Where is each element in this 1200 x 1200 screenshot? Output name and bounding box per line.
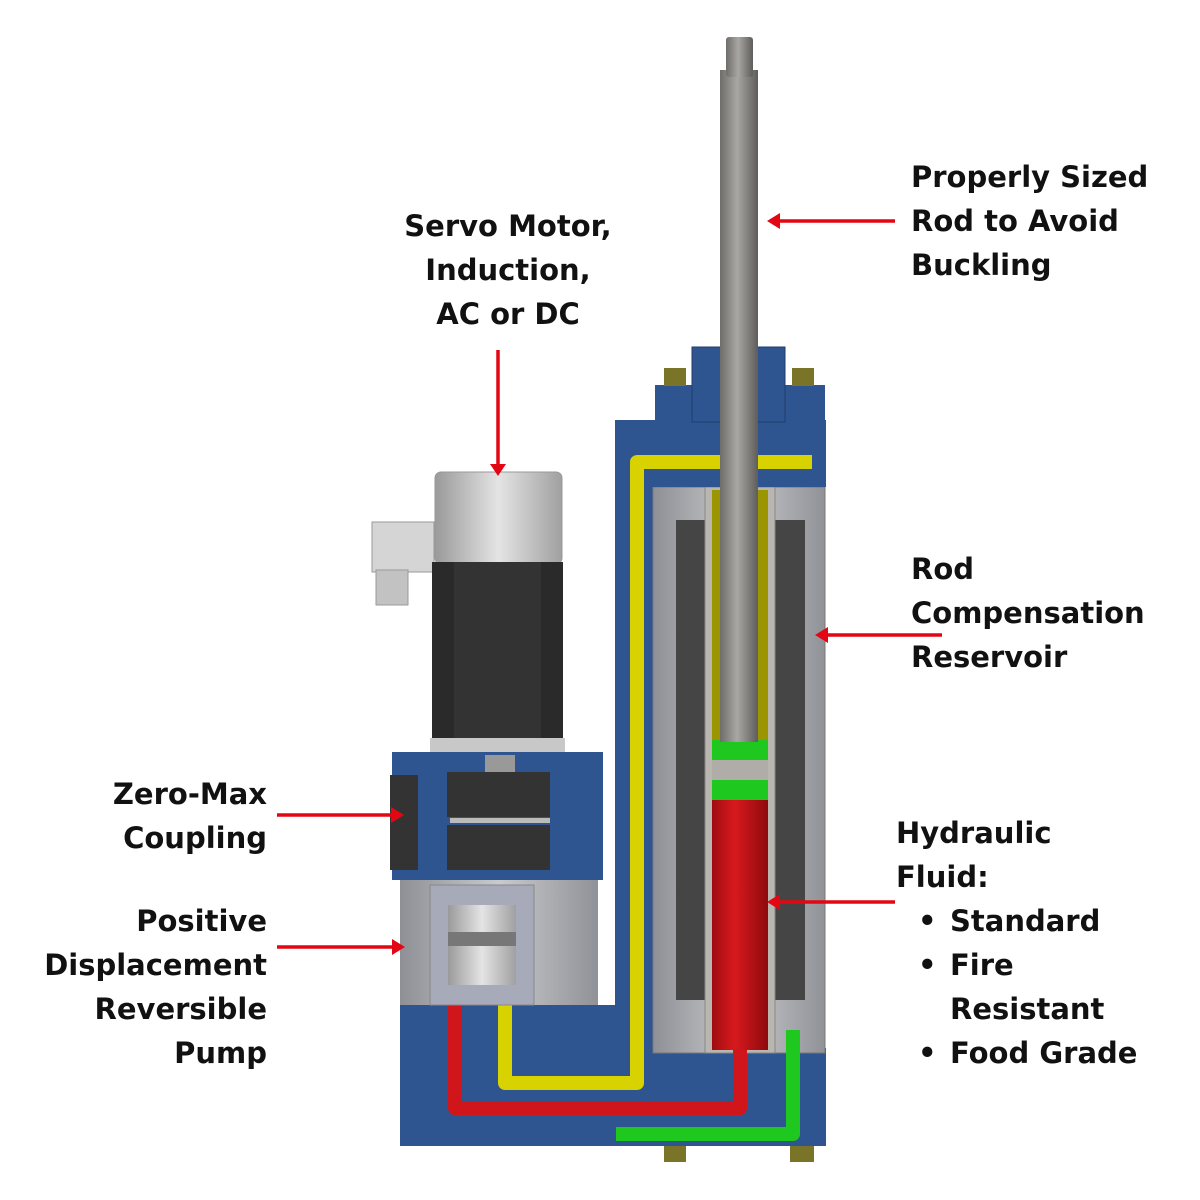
line: Resistant: [950, 992, 1105, 1026]
label-line: Rod: [911, 552, 975, 586]
fluid-type-text: Standard: [950, 904, 1101, 938]
motor-shaft: [485, 755, 515, 772]
label-line: Properly Sized: [911, 160, 1149, 194]
label-reservoir: Rod Compensation Reservoir: [911, 547, 1145, 679]
label-line: Zero-Max: [112, 777, 267, 811]
label-line: Servo Motor,: [404, 209, 612, 243]
label-line: AC or DC: [436, 297, 580, 331]
arrow-hydraulic-fluid: [767, 894, 895, 910]
piston-seal-1: [712, 740, 768, 760]
label-line: Coupling: [123, 821, 267, 855]
motor-connector-nut: [375, 569, 409, 606]
coupling-lower: [447, 825, 550, 870]
coupling-pad: [390, 775, 418, 870]
label-servo-motor: Servo Motor, Induction, AC or DC: [388, 204, 628, 336]
arrows: [277, 213, 942, 955]
label-line: Buckling: [911, 248, 1052, 282]
bullet: •: [918, 1036, 937, 1070]
line: Fire: [950, 948, 1014, 982]
motor-flange: [430, 738, 565, 752]
label-rod: Properly Sized Rod to Avoid Buckling: [911, 155, 1148, 287]
arrow-rod: [767, 213, 895, 229]
label-hydraulic-fluid: Hydraulic Fluid:: [896, 811, 1052, 899]
piston-band: [712, 760, 768, 780]
bottom-nut-right: [790, 1146, 814, 1162]
label-line: Hydraulic: [896, 816, 1052, 850]
piston-seal-2: [712, 780, 768, 800]
top-nut-left: [664, 368, 686, 386]
top-nut-right: [792, 368, 814, 386]
label-line: Displacement: [44, 948, 267, 982]
label-line: Induction,: [425, 253, 591, 287]
hydraulic-fluid-red: [712, 800, 768, 1050]
fluid-type-standard: • Standard: [918, 899, 1137, 943]
reservoir-panel-right: [775, 520, 805, 1000]
arrow-reservoir: [815, 627, 942, 643]
motor-connector: [371, 521, 435, 573]
arrow-pump: [277, 939, 405, 955]
red-fluid-line: [448, 1005, 747, 1115]
bullet: •: [918, 948, 937, 982]
motor-body-shade-left: [432, 562, 454, 740]
label-line: Positive: [136, 904, 267, 938]
motor-encoder-cap: [434, 471, 563, 565]
fluid-type-food-grade: • Food Grade: [918, 1031, 1137, 1075]
bullet: •: [918, 904, 937, 938]
label-line: Rod to Avoid: [911, 204, 1119, 238]
reservoir-panel-left: [676, 520, 705, 1000]
label-line: Fluid:: [896, 860, 989, 894]
coupling-disc: [450, 818, 550, 823]
arrow-servo-motor: [490, 350, 506, 476]
label-line: Pump: [174, 1036, 267, 1070]
label-pump: Positive Displacement Reversible Pump: [20, 899, 267, 1075]
green-fluid-line: [616, 1030, 800, 1141]
label-coupling: Zero-Max Coupling: [20, 772, 267, 860]
fluid-type-text: Food Grade: [950, 1036, 1138, 1070]
arrow-coupling: [277, 807, 404, 823]
label-line: Reversible: [94, 992, 267, 1026]
label-line: Reservoir: [911, 640, 1068, 674]
pump-gear-teeth: [448, 932, 516, 946]
label-line: Compensation: [911, 596, 1145, 630]
piston-rod: [720, 70, 758, 742]
motor-body-shade-right: [541, 562, 563, 740]
rod-tip: [726, 37, 753, 77]
yellow-fluid-line: [498, 455, 812, 1090]
coupling-upper: [447, 772, 550, 817]
bottom-nut-left: [664, 1146, 686, 1162]
